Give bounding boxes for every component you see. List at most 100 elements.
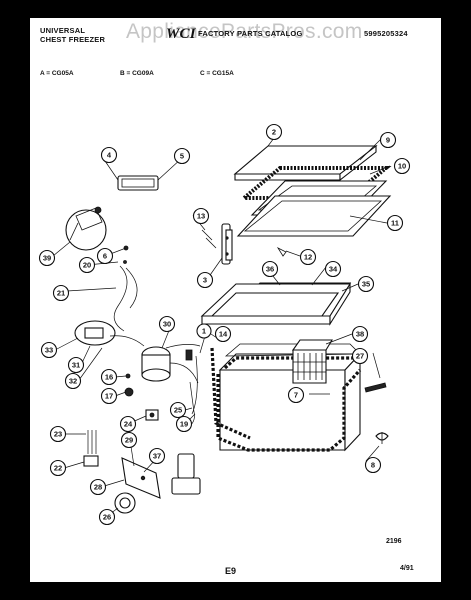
callout-28: 28: [89, 478, 107, 496]
model-c: C = CG15A: [200, 70, 234, 77]
lid-handle: [117, 175, 159, 191]
power-cord-assembly: [113, 245, 138, 332]
watermark: AppliancePartsPros.com: [126, 20, 363, 43]
wiring-harness: [87, 430, 97, 454]
callout-21: 21: [52, 284, 70, 302]
svg-text:22: 22: [54, 464, 62, 473]
cabinet-body: [218, 343, 362, 452]
svg-text:33: 33: [45, 346, 53, 355]
callout-34: 34: [324, 260, 342, 278]
revision-date: 4/91: [400, 565, 414, 572]
svg-text:37: 37: [153, 452, 161, 461]
callout-27: 27: [351, 347, 369, 365]
callout-26: 26: [98, 508, 116, 526]
hinge-screws: [201, 229, 217, 249]
callout-10: 10: [393, 157, 411, 175]
svg-text:10: 10: [398, 162, 406, 171]
callout-13: 13: [192, 207, 210, 225]
parts-catalog-page: UNIVERSAL CHEST FREEZER AppliancePartsPr…: [30, 18, 441, 582]
callout-17: 17: [100, 387, 118, 405]
svg-text:1: 1: [202, 327, 206, 336]
callout-2: 2: [265, 123, 283, 141]
lid-liner-gasket: [238, 166, 392, 200]
evaporator-coil: [216, 356, 362, 452]
callout-29: 29: [120, 431, 138, 449]
callout-39: 39: [38, 249, 56, 267]
svg-text:20: 20: [83, 261, 91, 270]
svg-text:38: 38: [356, 330, 364, 339]
svg-text:28: 28: [94, 483, 102, 492]
callout-37: 37: [148, 447, 166, 465]
capillary-tube: [191, 355, 198, 415]
suction-line: [185, 349, 193, 361]
callout-16: 16: [100, 368, 118, 386]
callout-9: 9: [379, 131, 397, 149]
callout-7: 7: [287, 386, 305, 404]
catalog-number: 5995205324: [364, 29, 408, 38]
svg-text:26: 26: [103, 513, 111, 522]
callout-11: 11: [386, 214, 404, 232]
callout-19: 19: [175, 415, 193, 433]
callout-12: 12: [299, 248, 317, 266]
thermostat-control: [65, 206, 107, 251]
svg-text:34: 34: [329, 265, 338, 274]
svg-text:29: 29: [125, 436, 133, 445]
model-a: A = CG05A: [40, 70, 74, 77]
terminal-block: [83, 455, 99, 467]
callout-14: 14: [214, 325, 232, 343]
grommet: [125, 373, 131, 379]
svg-text:4: 4: [107, 151, 112, 160]
svg-text:11: 11: [391, 219, 399, 228]
lid-stop-part: [276, 247, 287, 257]
callout-8: 8: [364, 456, 382, 474]
svg-text:39: 39: [43, 254, 51, 263]
cabinet-top-frame: [200, 282, 352, 326]
svg-text:23: 23: [54, 430, 62, 439]
exploded-parts-diagram: 2 9 10 11 12 13 3 36 34 35 14 1 30 38 27…: [38, 123, 411, 526]
condenser-tube: [210, 347, 251, 440]
svg-text:19: 19: [180, 420, 188, 429]
storage-basket: [291, 339, 333, 384]
svg-text:16: 16: [105, 373, 113, 382]
callout-5: 5: [173, 147, 191, 165]
lid-gasket: [236, 195, 392, 237]
light-switch: [145, 409, 159, 421]
light-socket: [171, 453, 201, 495]
svg-text:12: 12: [304, 253, 312, 262]
svg-text:5: 5: [180, 152, 184, 161]
svg-text:36: 36: [266, 265, 274, 274]
leveling-leg: [375, 432, 389, 444]
drawing-number: 2196: [386, 538, 402, 545]
svg-text:3: 3: [203, 276, 207, 285]
callout-20: 20: [78, 256, 96, 274]
callout-25: 25: [169, 401, 187, 419]
callout-31: 31: [67, 356, 85, 374]
callout-38: 38: [351, 325, 369, 343]
callout-35: 35: [357, 275, 375, 293]
svg-text:25: 25: [174, 406, 182, 415]
callout-22: 22: [49, 459, 67, 477]
model-b: B = CG09A: [120, 70, 154, 77]
svg-text:13: 13: [197, 212, 205, 221]
svg-text:14: 14: [219, 330, 228, 339]
svg-text:17: 17: [105, 392, 113, 401]
svg-text:24: 24: [124, 420, 133, 429]
svg-text:21: 21: [57, 289, 65, 298]
callout-36: 36: [261, 260, 279, 278]
svg-text:8: 8: [371, 461, 375, 470]
svg-text:31: 31: [72, 361, 80, 370]
page-code: E9: [225, 566, 237, 576]
catalog-title: FACTORY PARTS CATALOG: [198, 29, 303, 38]
drain-plug: [364, 382, 387, 393]
thermostat-knob: [114, 492, 136, 514]
callout-4: 4: [100, 146, 118, 164]
svg-text:27: 27: [356, 352, 364, 361]
filter-drier: [189, 381, 195, 427]
callout-24: 24: [119, 415, 137, 433]
lid-outer-panel: [233, 144, 378, 182]
brand-line-1: UNIVERSAL: [40, 26, 86, 35]
compressor-relay: [74, 320, 145, 347]
mounting-pad: [124, 387, 134, 397]
callout-3: 3: [196, 271, 214, 289]
callout-32: 32: [64, 372, 82, 390]
